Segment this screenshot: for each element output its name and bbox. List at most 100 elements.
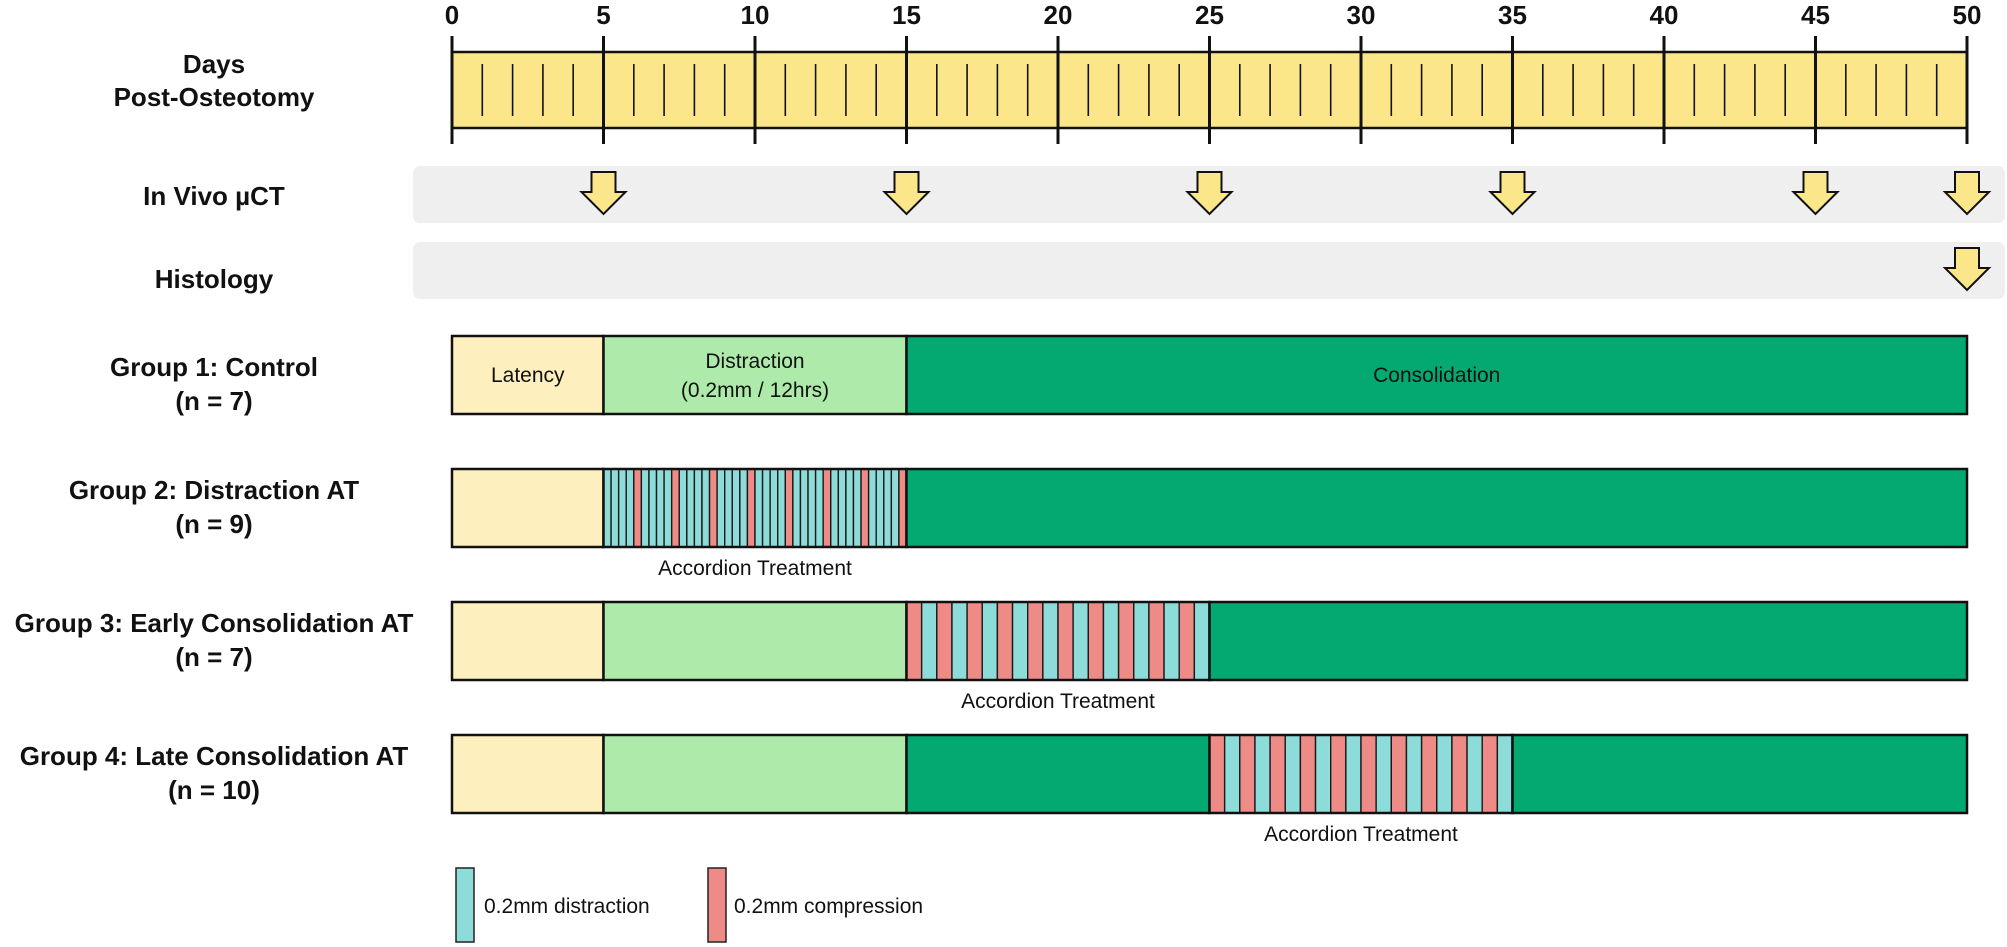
distraction-stripe [754, 468, 764, 548]
imaging-arrow [1942, 171, 1992, 216]
axis-tick-label: 15 [892, 0, 921, 30]
compression-stripe [905, 601, 923, 681]
distraction-stripe [655, 468, 665, 548]
distraction-stripe [1375, 734, 1393, 814]
distraction-stripe [761, 468, 771, 548]
compression-stripe [784, 468, 794, 548]
group-4-bar: Accordion Treatment [450, 733, 1969, 846]
group-1-title: Group 1: Control [110, 352, 318, 382]
compression-stripe [1299, 734, 1317, 814]
imaging-arrow [1488, 171, 1537, 216]
compression-stripe [996, 601, 1014, 681]
distraction-stripe [1436, 734, 1453, 814]
axis-tick-label: 30 [1347, 0, 1376, 30]
axis-tick-label: 0 [445, 0, 459, 30]
distraction-segment [602, 733, 908, 815]
compression-stripe [633, 468, 643, 548]
distraction-stripe [1072, 601, 1090, 681]
distraction-stripe [693, 468, 703, 548]
legend: 0.2mm distraction 0.2mm compression [455, 867, 923, 943]
compression-stripe [670, 468, 680, 548]
legend-swatch-compression [707, 867, 727, 943]
compression-stripe [1481, 734, 1499, 814]
compression-stripe [1087, 601, 1105, 681]
distraction-stripe [610, 468, 620, 548]
axis-tick-label: 40 [1650, 0, 1679, 30]
compression-stripe [708, 468, 718, 548]
imaging-arrow [579, 171, 628, 216]
axis-tick-label: 5 [596, 0, 610, 30]
axis-tick-label: 35 [1498, 0, 1527, 30]
axis-tick-label: 45 [1801, 0, 1830, 30]
compression-stripe [860, 468, 870, 548]
compression-stripe [1360, 734, 1377, 814]
distraction-stripe [1133, 601, 1150, 681]
compression-stripe [1329, 734, 1347, 814]
compression-stripe [1239, 734, 1256, 814]
distraction-sublabel: (0.2mm / 12hrs) [681, 379, 829, 402]
distraction-stripe [867, 468, 877, 548]
compression-stripe [1390, 734, 1408, 814]
distraction-stripe [769, 468, 779, 548]
distraction-stripe [883, 468, 893, 548]
distraction-stripe [777, 468, 786, 548]
distraction-stripe [716, 468, 726, 548]
distraction-stripe [845, 468, 855, 548]
distraction-stripe [920, 601, 938, 681]
distraction-stripe [640, 468, 650, 548]
group-1-n: (n = 7) [175, 386, 252, 416]
distraction-stripe [792, 468, 802, 548]
compression-stripe [936, 601, 953, 681]
distraction-stripe [625, 468, 635, 548]
compression-stripe [1148, 601, 1165, 681]
distraction-stripe [807, 468, 817, 548]
consolidation-segment [1208, 600, 1969, 682]
group-2-n: (n = 9) [175, 509, 252, 539]
distraction-stripe [1405, 734, 1423, 814]
imaging-arrow [1185, 171, 1234, 216]
legend-swatch-distraction [455, 867, 475, 943]
consolidation-segment [905, 334, 1969, 416]
compression-stripe [966, 601, 983, 681]
group-4-n: (n = 10) [168, 775, 260, 805]
group-4-title: Group 4: Late Consolidation AT [20, 741, 409, 771]
axis-label-post-osteotomy: Post-Osteotomy [114, 82, 315, 112]
imaging-label-histology: Histology [155, 264, 274, 294]
legend-label-distraction: 0.2mm distraction [484, 895, 650, 918]
distraction-stripe [648, 468, 658, 548]
distraction-stripe [724, 468, 733, 548]
consolidation-segment [1511, 733, 1969, 815]
distraction-segment [602, 334, 908, 416]
compression-stripe [1026, 601, 1044, 681]
group-row-1: Group 1: Control (n = 7) LatencyDistract… [110, 334, 1969, 416]
consolidation-segment [905, 733, 1211, 815]
distraction-stripe [837, 468, 847, 548]
axis-tick-label: 50 [1953, 0, 1982, 30]
distraction-stripe [1223, 734, 1241, 814]
distraction-stripe [1163, 601, 1180, 681]
compression-stripe [746, 468, 756, 548]
distraction-stripe [981, 601, 999, 681]
distraction-label: Distraction [705, 350, 804, 373]
distraction-stripe [1466, 734, 1483, 814]
compression-stripe [1178, 601, 1196, 681]
distraction-stripe [1496, 734, 1514, 814]
distraction-stripe [951, 601, 968, 681]
distraction-stripe [890, 468, 900, 548]
group-row-2: Group 2: Distraction AT (n = 9) Accordio… [69, 467, 1969, 580]
compression-stripe [1208, 734, 1226, 814]
accordion-caption: Accordion Treatment [1264, 823, 1458, 846]
distraction-stripe [686, 468, 696, 548]
compression-stripe [1420, 734, 1438, 814]
group-row-4: Group 4: Late Consolidation AT (n = 10) … [20, 733, 1969, 846]
consolidation-label: Consolidation [1373, 364, 1500, 387]
distraction-stripe [814, 468, 824, 548]
distraction-stripe [678, 468, 688, 548]
accordion-caption: Accordion Treatment [961, 690, 1155, 713]
compression-stripe [822, 468, 832, 548]
group-3-n: (n = 7) [175, 642, 252, 672]
axis-tick-label: 25 [1195, 0, 1224, 30]
distraction-stripe [852, 468, 862, 548]
